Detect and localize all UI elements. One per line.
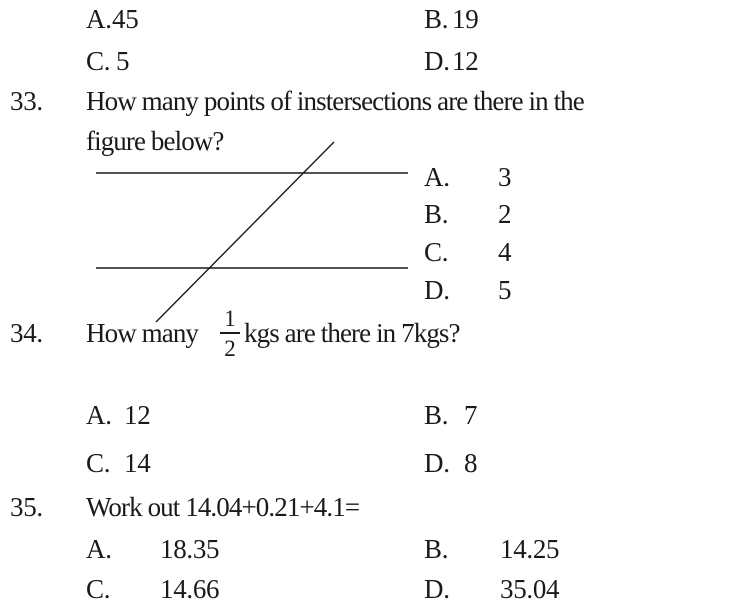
q33-option-a-value: 3	[498, 162, 512, 192]
q33-option-d-value: 5	[498, 275, 512, 305]
q33-option-d-letter: D.	[424, 275, 450, 305]
q32-option-a-letter: A.	[86, 4, 112, 34]
q34-option-a-value: 12	[124, 400, 151, 430]
q34-option-b-value: 7	[464, 400, 478, 430]
q35-option-c-letter: C.	[86, 574, 111, 604]
q33-option-c-letter: C.	[424, 237, 449, 267]
q32-option-b-value: 19	[452, 4, 479, 34]
q32-option-d-letter: D.	[424, 46, 450, 76]
q34-option-d-value: 8	[464, 448, 478, 478]
q35-number: 35.	[10, 492, 43, 522]
q33-option-c-value: 4	[498, 237, 512, 267]
q33-number: 33.	[10, 86, 43, 116]
figure-transversal-line	[155, 141, 335, 323]
q35-option-b-letter: B.	[424, 534, 449, 564]
q34-fraction-numerator: 1	[224, 306, 236, 331]
q33-option-a-letter: A.	[424, 162, 450, 192]
q34-fraction-denominator: 2	[224, 336, 236, 361]
q32-option-a-value: 45	[112, 4, 139, 34]
q35-option-b-value: 14.25	[500, 534, 560, 564]
q34-option-a-letter: A.	[86, 400, 112, 430]
q34-number: 34.	[10, 318, 43, 348]
q33-option-b-value: 2	[498, 199, 512, 229]
q35-question: Work out 14.04+0.21+4.1=	[86, 492, 360, 522]
q33-option-b-letter: B.	[424, 199, 449, 229]
q34-text-before: How many	[86, 318, 199, 348]
q32-option-c-value: 5	[116, 46, 130, 76]
q35-option-c-value: 14.66	[160, 574, 220, 604]
q35-option-a-letter: A.	[86, 534, 112, 564]
q34-option-d-letter: D.	[424, 448, 450, 478]
q34-option-c-value: 14	[124, 448, 151, 478]
q32-option-b-letter: B.	[424, 4, 449, 34]
q35-option-d-value: 35.04	[500, 574, 560, 604]
q34-fraction-bar	[220, 332, 240, 334]
q35-option-a-value: 18.35	[160, 534, 220, 564]
q33-question-line2: figure below?	[86, 126, 224, 156]
q34-option-c-letter: C.	[86, 448, 111, 478]
q35-option-d-letter: D.	[424, 574, 450, 604]
q34-text-after: kgs are there in 7kgs?	[244, 318, 461, 348]
q32-option-c-letter: C.	[86, 46, 111, 76]
q32-option-d-value: 12	[452, 46, 479, 76]
q34-option-b-letter: B.	[424, 400, 449, 430]
q33-question-line1: How many points of instersections are th…	[86, 86, 585, 116]
